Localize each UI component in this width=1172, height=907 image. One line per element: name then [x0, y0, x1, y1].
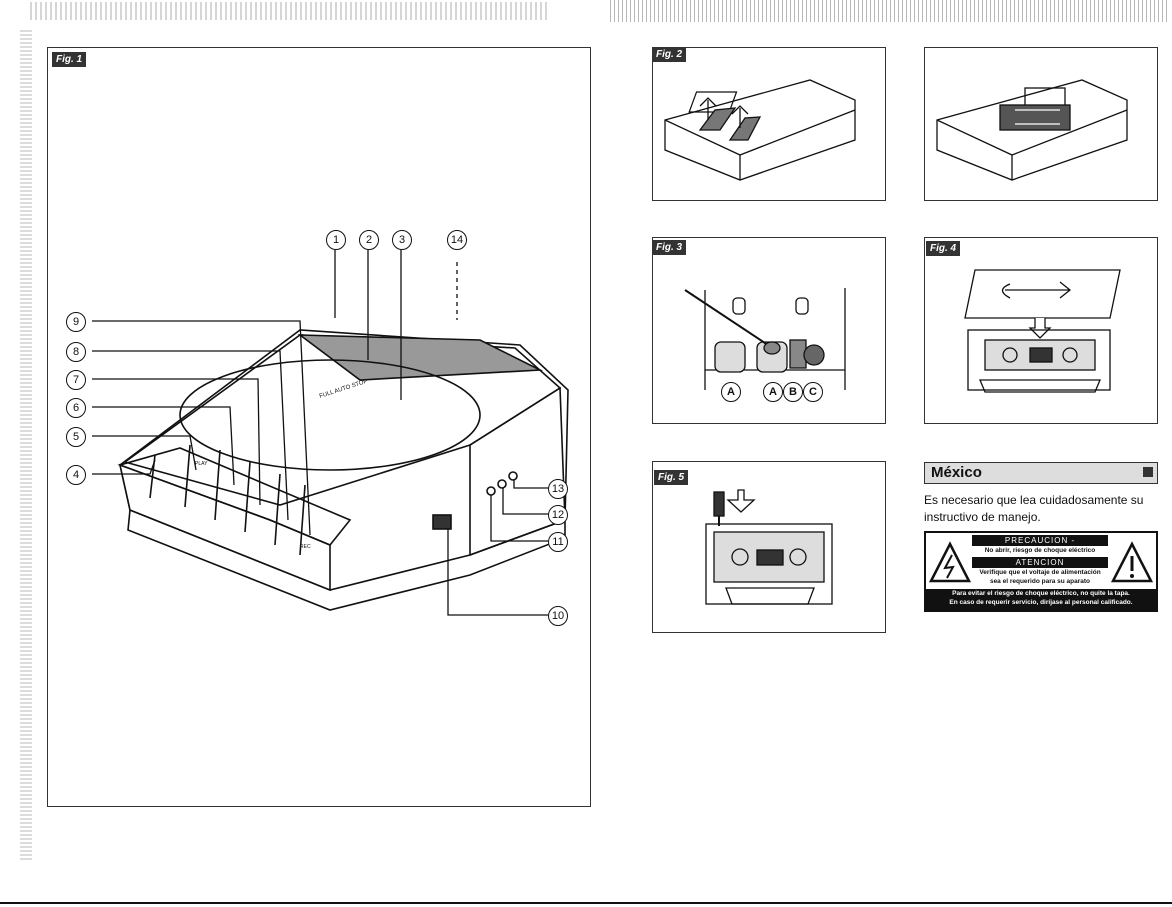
callout-13: 13 [548, 479, 568, 499]
device-text-rec: REC [300, 544, 311, 550]
fig1-label: Fig. 1 [52, 52, 87, 67]
callout-14: 14 [447, 230, 467, 250]
mexico-corner-mark [1143, 467, 1153, 477]
callout-12: 12 [548, 505, 568, 525]
callout-3: 3 [392, 230, 412, 250]
callout-4: 4 [66, 465, 86, 485]
warning-label: PRECAUCION - ADVERTENCIA No abrir, riesg… [924, 531, 1158, 612]
callout-2: 2 [359, 230, 379, 250]
header-strip-right [610, 0, 1170, 22]
fig5-label: Fig. 5 [654, 470, 689, 485]
warning-line-requerido: sea el requerido para su aparato [989, 578, 1091, 585]
warning-line-voltaje: Verifique que el voltaje de alimentación [979, 569, 1101, 576]
warning-footer: Para evitar el riesgo de choque eléctric… [926, 589, 1156, 610]
fig4-label: Fig. 4 [926, 241, 961, 256]
warning-head-atencion: ATENCION [972, 557, 1108, 568]
fig2-label: Fig. 2 [652, 47, 687, 62]
callout-1: 1 [326, 230, 346, 250]
mexico-header-bar: México [924, 462, 1158, 484]
warning-footer-line1: Para evitar el riesgo de choque eléctric… [952, 590, 1130, 597]
callout-9: 9 [66, 312, 86, 332]
mexico-intro-line2: instructivo de manejo. [924, 510, 1041, 524]
warning-footer-line2: En caso de requerir servicio, diríjase a… [949, 599, 1133, 606]
device-text-play: PLAY [195, 461, 208, 467]
warning-line-no-abrir: No abrir, riesgo de choque eléctrico [984, 547, 1096, 554]
mexico-intro-line1: Es necesario que lea cuidadosamente su [924, 493, 1144, 507]
page-divider-line [0, 902, 1172, 904]
fig3-label: Fig. 3 [652, 240, 687, 255]
part-a-2: A [763, 382, 783, 402]
electric-shock-warning-icon [928, 541, 972, 583]
callout-11: 11 [548, 532, 568, 552]
fig2-panel-a [652, 47, 886, 201]
mexico-intro: Es necesario que lea cuidadosamente su i… [924, 492, 1164, 526]
callout-5: 5 [66, 427, 86, 447]
part-c: C [803, 382, 823, 402]
warning-head-precaucion: PRECAUCION - ADVERTENCIA [972, 535, 1108, 556]
exclamation-warning-icon [1110, 541, 1154, 583]
callout-6: 6 [66, 398, 86, 418]
left-edge-shadow [20, 30, 32, 860]
callout-10: 10 [548, 606, 568, 626]
part-b: B [783, 382, 803, 402]
header-strip-left [30, 2, 550, 20]
callout-8: 8 [66, 342, 86, 362]
callout-7: 7 [66, 370, 86, 390]
part-a-1: A [721, 382, 741, 402]
mexico-title: México [931, 464, 982, 481]
